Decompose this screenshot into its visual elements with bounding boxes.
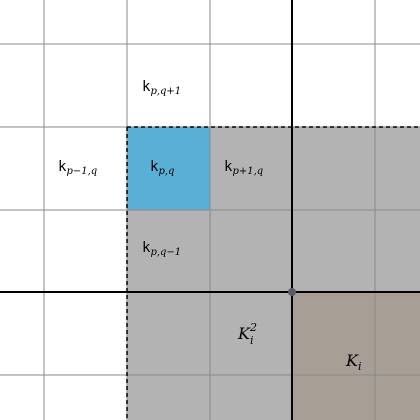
- label-sub: p−1,q: [66, 166, 97, 177]
- label-sub: p,q: [158, 166, 174, 177]
- label-sub: p+1,q: [232, 166, 263, 177]
- blue-cell-kpq: [127, 127, 210, 210]
- label-base: K: [345, 351, 359, 370]
- label-k-p-plus-1-q: kp+1,q: [224, 159, 263, 177]
- label-base: k: [150, 159, 159, 175]
- label-k-p-q-plus-1: kp,q+1: [142, 79, 181, 97]
- label-sub: p,q−1: [150, 247, 181, 258]
- label-k-p-q: kp,q: [150, 159, 174, 177]
- label-base: k: [58, 159, 67, 175]
- label-k-p-q-minus-1: kp,q−1: [142, 240, 181, 258]
- label-base: K: [237, 324, 251, 343]
- label-base: k: [142, 240, 151, 256]
- label-sub: i: [250, 334, 254, 347]
- label-sub: i: [358, 360, 362, 373]
- brown-region-Ki: [292, 292, 420, 420]
- label-base: k: [224, 159, 233, 175]
- label-sup: 2: [249, 321, 257, 334]
- label-k-p-minus-1-q: kp−1,q: [58, 159, 97, 177]
- label-sub: p,q+1: [150, 86, 181, 97]
- label-base: k: [142, 79, 151, 95]
- origin-point: [288, 288, 296, 296]
- label-K-i: Ki: [345, 351, 361, 373]
